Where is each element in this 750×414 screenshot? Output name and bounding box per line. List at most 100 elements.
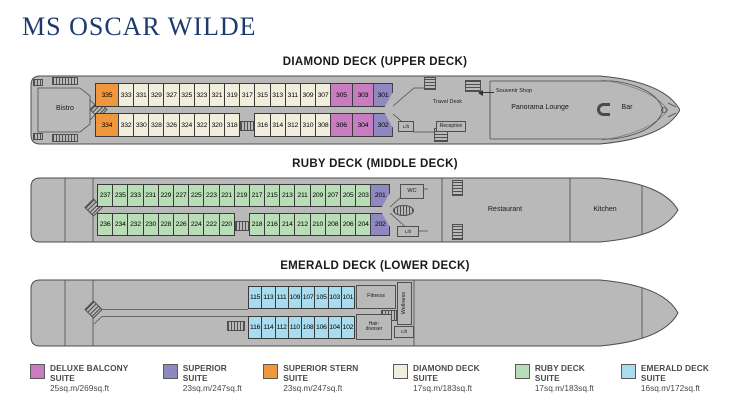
cabin-number: 321 [211,91,223,99]
cabin-number: 112 [276,324,287,331]
cabin-cell: 307 [314,83,332,107]
cabin-cell: 201 [370,184,391,207]
cabin-cell: 327 [163,83,180,107]
panorama-lounge-label: Panorama Lounge [511,104,569,111]
cabin-number: 326 [166,121,177,129]
cabin-cell: 222 [203,213,220,236]
cabin-number: 113 [263,294,274,301]
legend-label: DELUXE BALCONY SUITE [50,363,129,383]
cabin-cell: 319 [224,83,241,107]
cabin-cell: 308 [314,113,332,137]
cabin-cell: 230 [142,213,159,236]
cabin-cell: 224 [188,213,205,236]
cabin-number: 218 [251,221,263,228]
cabin-number: 111 [276,294,287,301]
cabin-cell: 223 [203,184,220,207]
legend-item: EMERALD DECK SUITE 16sq.m/172sq.ft [620,363,730,393]
stairs-icon [424,77,436,90]
cabin-cell: 105 [314,286,329,309]
cabin-number: 219 [236,192,248,199]
deck-diamond: 335 333 331 329 327 325 323 321 [30,75,680,145]
cabin-number: 215 [266,192,278,199]
stairs-icon [52,134,78,142]
cabin-number: 320 [211,121,223,129]
legend-item: DIAMOND DECK SUITE 17sq.m/183sq.ft [393,363,501,393]
cabin-number: 308 [317,121,329,129]
hull-outline [31,280,678,346]
cabin-number: 114 [263,324,274,331]
cabin-cell: 228 [157,213,174,236]
cabin-number: 319 [226,91,238,99]
cabin-cell: 309 [299,83,316,107]
legend-label: SUPERIOR STERN SUITE [283,363,359,383]
cabin-number: 311 [287,91,298,99]
lounge-wall [490,81,663,139]
cabin-number: 226 [175,221,187,228]
cabin-number: 231 [145,192,157,199]
cabin-cell: 202 [370,213,391,236]
cabin-number: 304 [357,121,369,129]
kitchen-label: Kitchen [593,206,617,213]
cabin-number: 310 [302,121,314,129]
legend-swatch [514,364,530,379]
cabin-cell: 322 [193,113,210,137]
cabin-number: 213 [281,192,293,199]
cabin-cell: 211 [294,184,311,207]
cabin-number: 223 [206,192,217,199]
restaurant-label: Restaurant [487,206,523,213]
cabin-cell: 204 [355,213,372,236]
legend-item: DELUXE BALCONY SUITE 25sq.m/269sq.ft [30,363,149,393]
cabin-cell: 323 [193,83,210,107]
cabin-cell: 212 [294,213,311,236]
cabin-cell: 316 [254,113,271,137]
cabin-cell: 115 [248,286,263,309]
cabin-row-ruby-bottom: 236 234 232 230 228 226 224 222 [97,213,391,236]
cabin-number: 203 [357,192,369,199]
lift-label: Lift [402,123,409,129]
legend-size: 17sq.m/183sq.ft [413,383,473,393]
legend-size: 25sq.m/269sq.ft [50,383,110,393]
hairdresser-room: Hair-dresser [356,314,392,340]
cabin-number: 206 [342,221,354,228]
cabin-number: 235 [114,192,126,199]
cabin-cell: 330 [133,113,150,137]
cabin-cell: 302 [373,113,393,137]
legend-label: EMERALD DECK SUITE [640,363,709,383]
cabin-number: 214 [281,221,293,228]
cabin-cell: 325 [178,83,195,107]
cabin-number: 325 [181,91,193,99]
souvenir-shop-stairs-icon [465,80,481,92]
legend-size: 17sq.m/183sq.ft [534,383,594,393]
stairs-icon [240,121,255,131]
cabin-cell: 114 [261,316,276,339]
cabin-number: 315 [257,91,268,99]
fitness-label: Fitness [367,293,385,300]
cabin-cell: 225 [188,184,205,207]
cabin-cell: 108 [301,316,316,339]
cabin-cell: 235 [112,184,129,207]
cabin-cell: 217 [248,184,266,207]
cabin-cell: 216 [264,213,281,236]
cabin-number: 318 [226,121,238,129]
cabin-number: 103 [329,294,340,301]
cabin-cell: 326 [163,113,180,137]
stairs-icon [452,224,463,240]
cabin-cell: 335 [95,83,119,107]
cabin-number: 209 [312,192,324,199]
cabin-number: 323 [196,91,208,99]
legend-size: 16sq.m/172sq.ft [640,383,700,393]
cabin-number: 233 [130,192,141,199]
cabin-cell: 314 [269,113,286,137]
cabin-number: 312 [287,121,299,129]
stairs-icon [452,180,463,196]
lift-label: Lift [404,228,411,234]
stairs-icon [234,221,249,231]
cabin-number: 104 [329,324,340,331]
cabin-row-diamond-bottom: 334 332 330 328 326 324 322 320 [95,113,393,137]
cabin-number: 110 [289,324,300,331]
stairs-icon [33,79,43,86]
bistro-label: Bistro [56,105,74,112]
cabin-number: 116 [250,324,261,331]
cabin-cell: 303 [351,83,375,107]
